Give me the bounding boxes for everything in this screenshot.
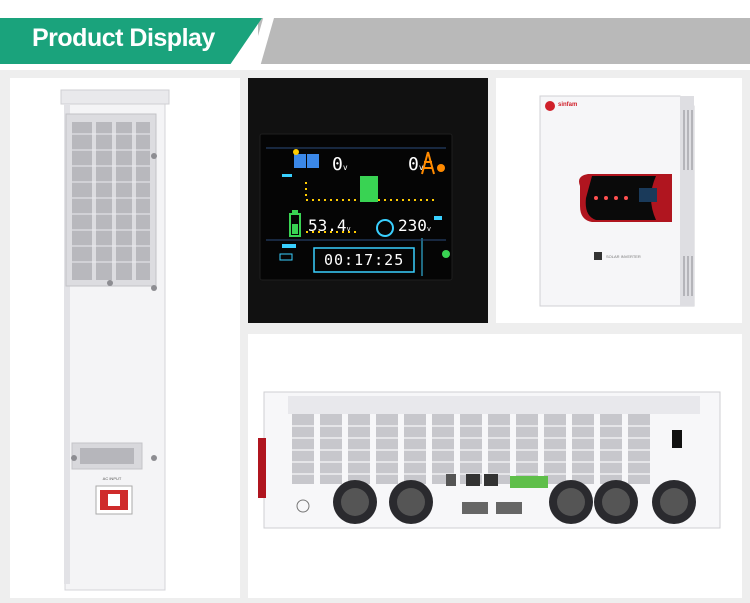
svg-text:AC INPUT: AC INPUT [103,476,122,481]
pv-voltage-unit: v [342,163,348,172]
inverter-block-icon [360,176,378,202]
header-banner: Product Display [0,0,750,70]
inverter-bottom-image [258,391,721,529]
solar-panel-icon [293,149,319,168]
power-switch-icon [672,430,682,448]
grid-voltage-value: 0 [408,154,419,175]
battery-icon [289,210,301,237]
inverter-side-image: AC INPUT [60,89,170,591]
time-readout: 00:17:25 [324,251,405,269]
banner-grey-band [258,18,750,64]
terminal-view-panel [248,334,742,598]
battery-voltage-unit: v [346,225,351,233]
load-icon [442,250,450,258]
lcd-frame [259,133,453,281]
inverter-front-image: SOLAR INVERTER [539,95,695,307]
brand-logo-icon [545,101,555,111]
output-voltage-readout: 230v [398,216,431,235]
front-view-panel: SOLAR INVERTER sinfam [496,78,742,323]
fan-icon [376,219,394,237]
brand-name: sinfam [558,102,578,108]
side-view-panel: AC INPUT [10,78,240,598]
page-title: Product Display [32,24,215,52]
battery-voltage-value: 53.4 [308,216,347,235]
lcd-display-panel: 0v 0v 53.4v 230v 00:17:25 [248,78,488,323]
pv-voltage-readout: 0v [332,154,348,175]
grid-voltage-readout: 0v [408,154,424,175]
battery-voltage-readout: 53.4v [308,216,351,235]
output-voltage-unit: v [426,225,432,233]
output-voltage-value: 230 [398,216,427,235]
grid-tower-icon [421,151,435,175]
pv-voltage-value: 0 [332,154,343,175]
svg-text:SOLAR INVERTER: SOLAR INVERTER [606,254,641,259]
banner-green-tab [0,18,262,64]
grid-voltage-unit: v [418,163,424,172]
